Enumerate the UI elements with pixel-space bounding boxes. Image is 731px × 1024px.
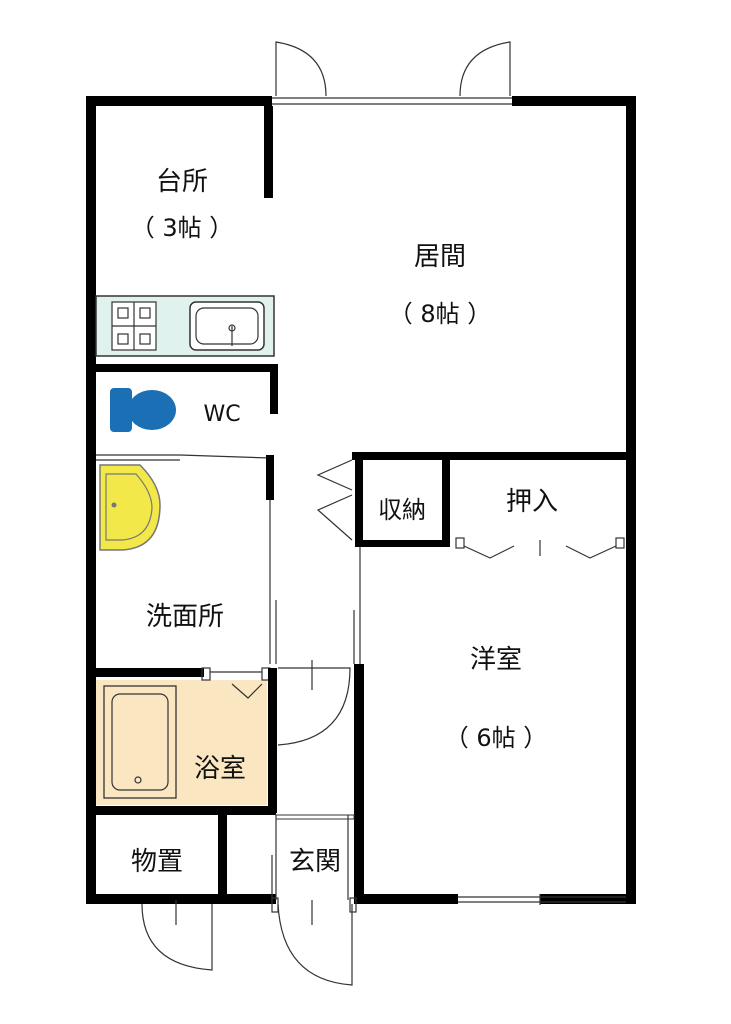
bath-name: 浴室 bbox=[194, 754, 246, 784]
wall-bottom-mid bbox=[356, 894, 458, 904]
wall-right bbox=[626, 96, 636, 904]
wall-wc-right bbox=[270, 364, 278, 414]
top-door-left bbox=[275, 41, 327, 97]
wall-storage-right bbox=[218, 815, 227, 904]
wall-kitchen-partition bbox=[264, 106, 273, 198]
wall-bath-right bbox=[268, 668, 277, 813]
bath-floor bbox=[95, 680, 267, 805]
entrance-name: 玄関 bbox=[289, 847, 341, 877]
wall-closet-left bbox=[355, 452, 363, 547]
top-door-right bbox=[459, 41, 511, 97]
wc-name: WC bbox=[203, 402, 240, 427]
storage-name: 物置 bbox=[131, 847, 183, 877]
living-size: （ 8帖 ） bbox=[389, 300, 492, 328]
western-size: （ 6帖 ） bbox=[445, 724, 548, 752]
wall-top-left bbox=[86, 96, 272, 106]
living-name: 居間 bbox=[414, 242, 466, 272]
western-name: 洋室 bbox=[470, 645, 522, 675]
wall-bath-bottom bbox=[86, 806, 276, 815]
wall-washroom-right bbox=[266, 455, 274, 500]
oshiire-doors bbox=[455, 537, 625, 559]
wall-closet-right bbox=[442, 452, 450, 547]
wall-living-bottom bbox=[352, 452, 636, 460]
wall-western-left bbox=[354, 664, 364, 904]
entrance-door-swing bbox=[277, 903, 353, 986]
wall-bottom-right bbox=[540, 894, 636, 904]
door-swing-icon bbox=[316, 459, 353, 541]
wall-wc-top bbox=[86, 364, 278, 372]
wall-left bbox=[86, 96, 96, 904]
storage-door-swing bbox=[141, 903, 213, 971]
kitchen-name: 台所 bbox=[156, 167, 208, 197]
wall-bottom-left bbox=[86, 894, 276, 904]
toilet-icon bbox=[110, 388, 176, 432]
sink-icon bbox=[189, 301, 265, 351]
wall-bath-top bbox=[86, 668, 204, 677]
closet-name: 収納 bbox=[378, 496, 426, 524]
wall-top-right bbox=[512, 96, 636, 106]
stove-icon bbox=[111, 301, 157, 351]
washroom-name: 洗面所 bbox=[146, 602, 224, 632]
oshiire-name: 押入 bbox=[506, 487, 558, 517]
bathtub-icon bbox=[103, 685, 177, 799]
washbasin-icon bbox=[99, 464, 161, 551]
kitchen-size: （ 3帖 ） bbox=[131, 214, 234, 242]
wall-closet-bottom bbox=[355, 540, 450, 547]
